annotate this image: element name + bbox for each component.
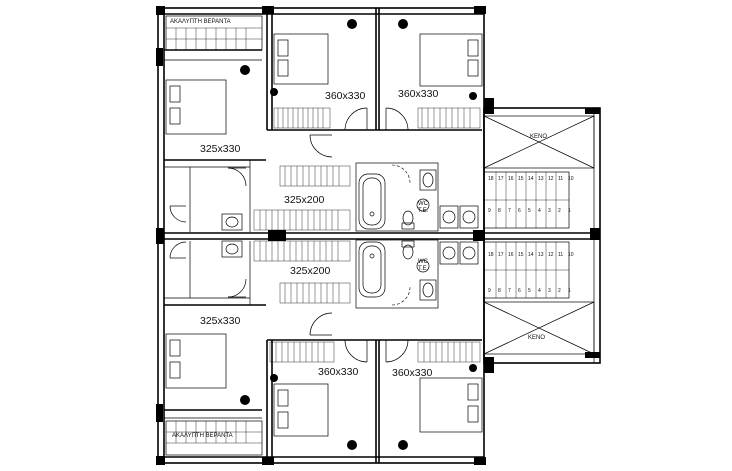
stair-top-step-3: 3: [548, 208, 551, 214]
stair-bottom-step-2: 2: [558, 288, 561, 294]
stair-bottom-step-4: 4: [538, 288, 541, 294]
room-size-bottom-wardrobe: 325x200: [290, 265, 330, 277]
stair-top-step-8: 8: [498, 208, 501, 214]
stair-bottom-step-15: 15: [518, 252, 524, 258]
stair-top-step-6: 6: [518, 208, 521, 214]
wc-sub-label-bottom: T.E.: [418, 266, 429, 272]
stair-bottom-step-16: 16: [508, 252, 514, 258]
stair-top-step-18: 18: [488, 176, 494, 182]
stair-top-step-14: 14: [528, 176, 534, 182]
structural-columns: [156, 6, 600, 465]
stair-bottom-step-5: 5: [528, 288, 531, 294]
wc-label-bottom: WC: [418, 259, 429, 265]
stair-bottom-step-13: 13: [538, 252, 544, 258]
stair-bottom-step-12: 12: [548, 252, 554, 258]
stair-top-step-15: 15: [518, 176, 524, 182]
stair-top-step-2: 2: [558, 208, 561, 214]
room-size-bottom-bed-right: 360x330: [392, 367, 432, 379]
stair-bottom-step-14: 14: [528, 252, 534, 258]
stair-bottom-step-9: 9: [488, 288, 491, 294]
stair-numbers-top: 18 17 16 15 14 13 12 11 10 9 8 7 6 5 4 3 2 1: [488, 176, 574, 214]
room-size-top-left-bed: 325x330: [200, 143, 240, 155]
stair-top-step-17: 17: [498, 176, 504, 182]
stair-bottom-step-18: 18: [488, 252, 494, 258]
stair-numbers-bottom: 18 17 16 15 14 13 12 11 10 9 8 7 6 5 4 3 2 1: [488, 252, 574, 294]
stair-bottom-step-10: 10: [568, 252, 574, 258]
wc-label-top: WC: [418, 201, 429, 207]
stair-bottom-step-6: 6: [518, 288, 521, 294]
stair-bottom-step-17: 17: [498, 252, 504, 258]
stair-top-step-4: 4: [538, 208, 541, 214]
void-label-top: KENO: [530, 134, 547, 140]
stair-bottom-step-11: 11: [558, 252, 563, 258]
room-size-top-bed-right: 360x330: [398, 88, 438, 100]
bottom-unit: [164, 239, 595, 463]
stair-top-step-5: 5: [528, 208, 531, 214]
stair-top-step-1: 1: [568, 208, 571, 214]
room-size-bottom-bed-left: 360x330: [318, 366, 358, 378]
room-size-top-bed-left: 360x330: [325, 90, 365, 102]
veranda-label-top: ΑΚΑΛΥΠΤΗ ΒΕΡΑΝΤΑ: [170, 19, 231, 25]
room-labels: ΑΚΑΛΥΠΤΗ ΒΕΡΑΝΤΑ 360x330 360x330 325x330…: [170, 19, 547, 439]
room-size-bottom-left-bed: 325x330: [200, 315, 240, 327]
stair-top-step-11: 11: [558, 176, 563, 182]
stair-bottom-step-8: 8: [498, 288, 501, 294]
stair-top-step-13: 13: [538, 176, 544, 182]
veranda-label-bottom: ΑΚΑΛΥΠΤΗ ΒΕΡΑΝΤΑ: [172, 433, 233, 439]
room-size-top-wardrobe: 325x200: [284, 194, 324, 206]
outer-walls: [157, 7, 601, 464]
top-unit: [164, 8, 595, 232]
stair-bottom-step-3: 3: [548, 288, 551, 294]
stair-top-step-7: 7: [508, 208, 511, 214]
stair-top-step-16: 16: [508, 176, 514, 182]
void-label-bottom: KENO: [528, 335, 545, 341]
stair-top-step-9: 9: [488, 208, 491, 214]
stair-bottom-step-1: 1: [568, 288, 571, 294]
stair-top-step-12: 12: [548, 176, 554, 182]
stair-top-step-10: 10: [568, 176, 574, 182]
stair-bottom-step-7: 7: [508, 288, 511, 294]
